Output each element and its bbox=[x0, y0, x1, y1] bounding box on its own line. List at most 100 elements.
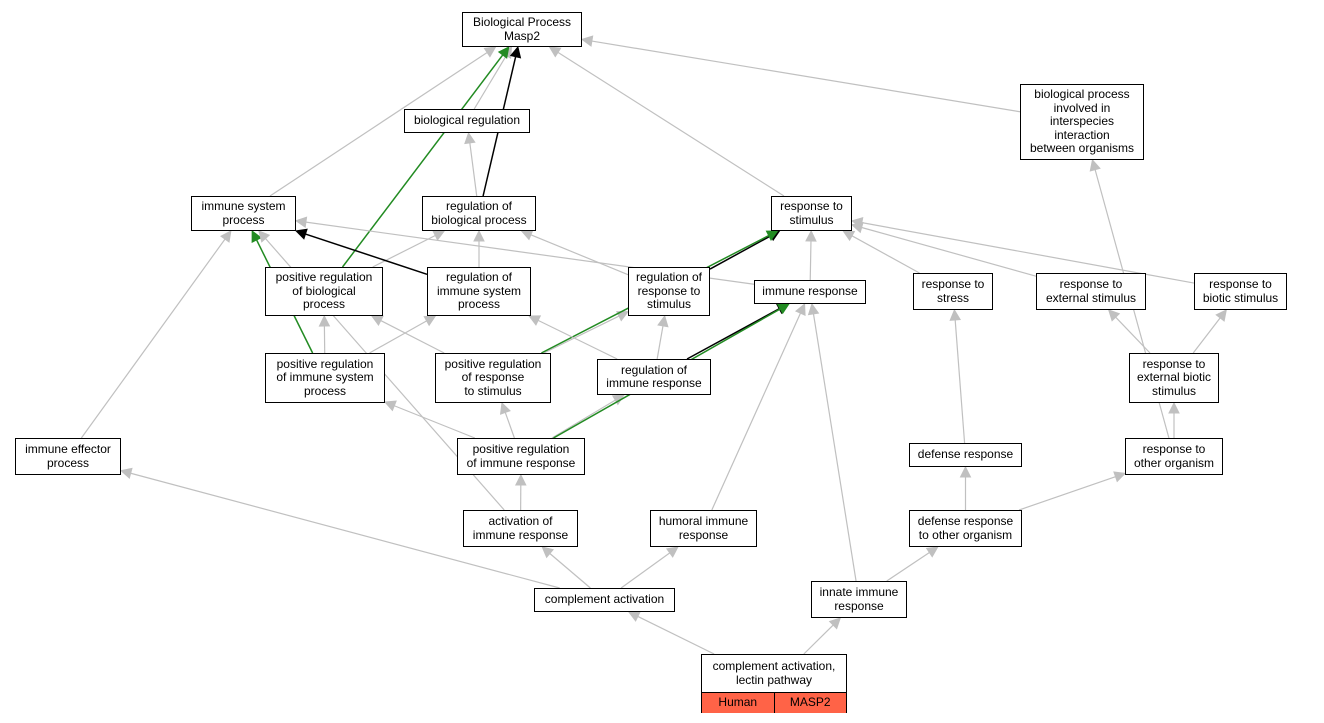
go-term-node[interactable]: positive regulation of immune system pro… bbox=[265, 353, 385, 403]
edge-arrowhead bbox=[464, 131, 476, 145]
edge-arrowhead bbox=[1107, 309, 1121, 322]
edge-arrowhead bbox=[627, 611, 641, 622]
edge-is-a bbox=[473, 55, 507, 110]
go-term-node[interactable]: innate immune response bbox=[811, 581, 907, 618]
edge-is-a bbox=[380, 320, 445, 354]
edge-is-a bbox=[1115, 316, 1151, 354]
edge-positively-regulates bbox=[341, 54, 504, 268]
go-term-node[interactable]: humoral immune response bbox=[650, 510, 757, 547]
edge-arrowhead bbox=[665, 546, 679, 558]
species-tag: Human bbox=[702, 693, 774, 713]
go-term-node[interactable]: complement activation bbox=[534, 588, 675, 612]
edge-arrowhead bbox=[765, 230, 779, 241]
edge-arrowhead bbox=[528, 315, 542, 326]
edge-arrowhead bbox=[294, 216, 308, 228]
go-term-node[interactable]: defense response bbox=[909, 443, 1022, 467]
edge-arrowhead bbox=[925, 546, 939, 558]
edge-regulates bbox=[686, 308, 780, 360]
go-term-node[interactable]: activation of immune response bbox=[463, 510, 578, 547]
edge-arrowhead bbox=[509, 45, 522, 59]
edge-arrowhead bbox=[497, 46, 510, 59]
go-term-node[interactable]: immune effector process bbox=[15, 438, 121, 475]
edge-is-a bbox=[809, 240, 812, 281]
edge-arrowhead bbox=[657, 314, 669, 328]
go-term-node[interactable]: regulation of immune response bbox=[597, 359, 711, 395]
edge-is-a bbox=[557, 51, 785, 197]
edge-arrowhead bbox=[850, 217, 864, 229]
edge-arrowhead bbox=[548, 46, 562, 58]
go-term-node[interactable]: biological process involved in interspec… bbox=[1020, 84, 1144, 160]
edge-arrowhead bbox=[1089, 158, 1101, 172]
edge-arrowhead bbox=[949, 308, 962, 321]
go-term-node[interactable]: response to stress bbox=[913, 273, 993, 310]
leaf-tags: Human MASP2 bbox=[702, 692, 846, 713]
edge-is-a bbox=[269, 52, 488, 197]
edge-arrowhead bbox=[794, 302, 806, 316]
edge-arrowhead bbox=[119, 467, 133, 480]
edge-is-a bbox=[469, 142, 478, 197]
go-term-node[interactable]: response to stimulus bbox=[771, 196, 852, 231]
edge-is-a bbox=[530, 234, 629, 276]
go-term-node[interactable]: defense response to other organism bbox=[909, 510, 1022, 547]
edge-regulates bbox=[709, 235, 772, 270]
go-term-node[interactable]: biological regulation bbox=[404, 109, 530, 133]
go-term-node[interactable]: positive regulation of response to stimu… bbox=[435, 353, 551, 403]
edge-arrowhead bbox=[805, 229, 817, 242]
edge-regulates bbox=[305, 233, 428, 275]
edge-is-a bbox=[1018, 476, 1116, 511]
go-term-node[interactable]: regulation of biological process bbox=[422, 196, 536, 231]
go-term-node[interactable]: immune response bbox=[754, 280, 866, 304]
edge-arrowhead bbox=[514, 473, 527, 486]
edge-is-a bbox=[80, 238, 226, 439]
edge-arrowhead bbox=[499, 401, 511, 415]
edge-is-a bbox=[861, 222, 1195, 284]
edge-arrowhead bbox=[423, 315, 437, 327]
edge-arrowhead bbox=[383, 400, 397, 412]
edge-arrowhead bbox=[473, 229, 485, 242]
edge-is-a bbox=[130, 472, 560, 589]
go-term-node[interactable]: immune system process bbox=[191, 196, 296, 231]
edge-is-a bbox=[861, 226, 1037, 277]
go-term-node[interactable]: response to biotic stimulus bbox=[1194, 273, 1287, 310]
go-term-node[interactable]: regulation of immune system process bbox=[427, 267, 531, 316]
edge-is-a bbox=[504, 412, 515, 439]
edge-arrowhead bbox=[842, 230, 856, 242]
go-term-node[interactable]: Biological Process Masp2 bbox=[462, 12, 582, 47]
edge-arrowhead bbox=[580, 35, 594, 47]
gene-tag: MASP2 bbox=[773, 693, 846, 713]
edge-arrowhead bbox=[959, 465, 972, 478]
edge-is-a bbox=[711, 312, 802, 511]
go-term-node[interactable]: regulation of response to stimulus bbox=[628, 267, 710, 316]
edge-arrowhead bbox=[220, 230, 232, 243]
edge-arrowhead bbox=[251, 229, 263, 243]
edge-arrowhead bbox=[520, 229, 534, 241]
edge-arrowhead bbox=[1215, 309, 1227, 322]
edge-arrowhead bbox=[541, 546, 554, 559]
edge-is-a bbox=[851, 235, 920, 274]
go-term-node[interactable]: response to external stimulus bbox=[1036, 273, 1146, 310]
go-term-node[interactable]: positive regulation of immune response bbox=[457, 438, 585, 475]
go-term-node[interactable]: response to external biotic stimulus bbox=[1129, 353, 1219, 403]
edge-arrowhead bbox=[828, 617, 842, 630]
go-term-node[interactable]: positive regulation of biological proces… bbox=[265, 267, 383, 316]
edge-is-a bbox=[886, 552, 930, 582]
edge-is-a bbox=[369, 320, 427, 354]
edge-arrowhead bbox=[258, 230, 271, 243]
leaf-term-label: complement activation, lectin pathway bbox=[712, 659, 836, 687]
edge-arrowhead bbox=[776, 303, 790, 315]
edge-is-a bbox=[549, 553, 591, 589]
edge-arrowhead bbox=[1113, 471, 1127, 483]
edge-is-a bbox=[803, 624, 834, 655]
edge-arrowhead bbox=[1168, 401, 1180, 414]
leaf-term-node[interactable]: complement activation, lectin pathway Hu… bbox=[701, 654, 847, 713]
edge-is-a bbox=[1192, 317, 1221, 354]
edge-is-a bbox=[394, 405, 476, 439]
edge-is-a bbox=[537, 319, 618, 360]
edge-is-a bbox=[551, 399, 616, 439]
go-term-node[interactable]: response to other organism bbox=[1125, 438, 1223, 475]
edge-is-a bbox=[543, 315, 620, 354]
edge-is-a bbox=[812, 313, 857, 582]
edge-is-a bbox=[620, 552, 671, 589]
edge-arrowhead bbox=[432, 230, 446, 241]
